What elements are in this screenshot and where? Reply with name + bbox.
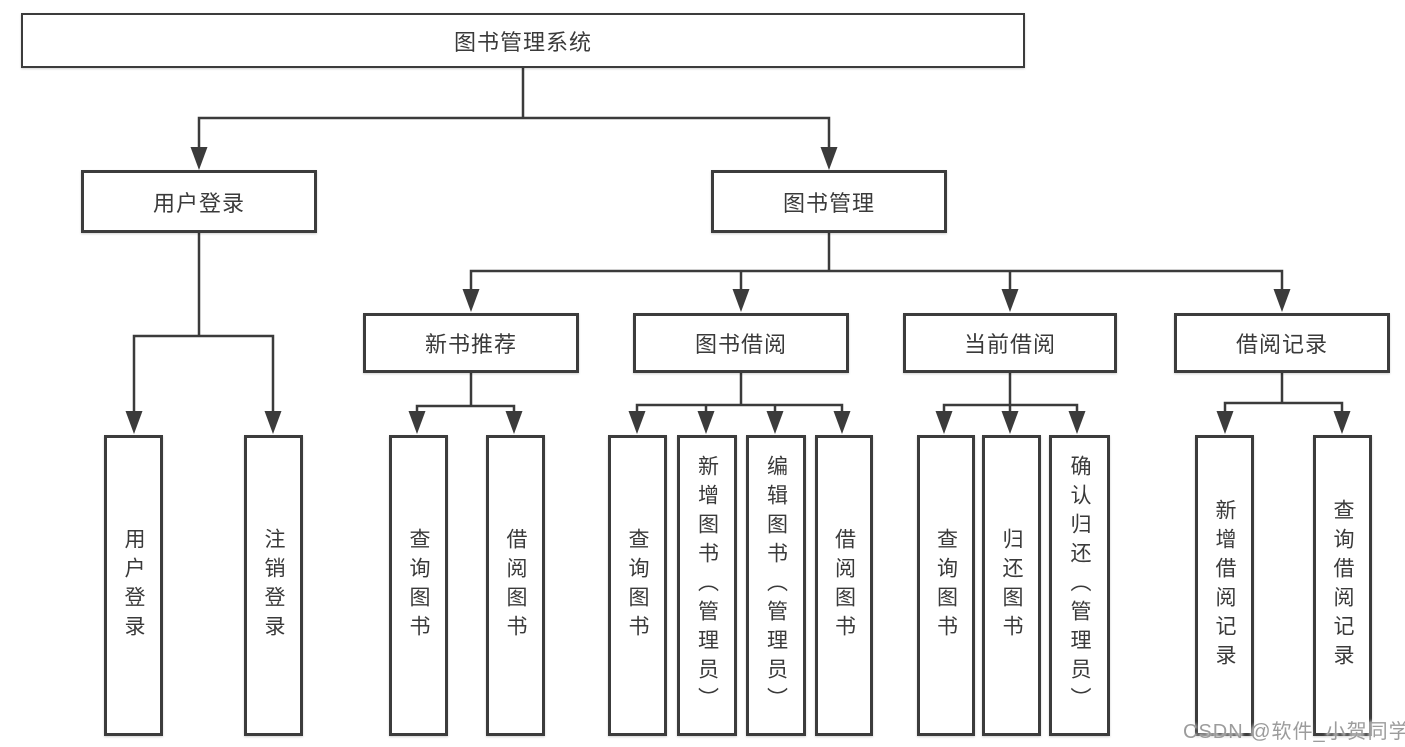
node-new-book-recommend-label: 新书推荐 xyxy=(424,332,517,357)
node-new-book-recommend: 新书推荐 xyxy=(363,313,579,373)
leaf-borrow-borrow-books: 借阅图书 xyxy=(815,435,873,736)
arrowhead-icon xyxy=(1216,411,1234,434)
node-user-login-label: 用户登录 xyxy=(152,190,245,216)
node-current-borrow: 当前借阅 xyxy=(903,313,1117,373)
leaf-add-borrow-record: 新增借阅记录 xyxy=(1195,435,1254,736)
leaf-recommend-borrow-books: 借阅图书 xyxy=(486,435,545,736)
arrowhead-icon xyxy=(1068,411,1086,434)
leaf-current-query-books-label: 查询图书 xyxy=(934,527,958,644)
arrowhead-icon xyxy=(1273,289,1291,312)
node-book-borrow-label: 图书借阅 xyxy=(694,332,787,357)
arrowhead-icon xyxy=(462,289,480,312)
arrowhead-icon xyxy=(1001,289,1019,312)
leaf-recommend-query-books: 查询图书 xyxy=(389,435,448,736)
leaf-logout: 注销登录 xyxy=(244,435,303,736)
leaf-recommend-query-books-label: 查询图书 xyxy=(407,527,430,644)
arrowhead-icon xyxy=(125,411,143,434)
leaf-query-borrow-record-label: 查询借阅记录 xyxy=(1331,498,1354,673)
node-root-label: 图书管理系统 xyxy=(453,29,592,55)
arrowhead-icon xyxy=(697,411,715,434)
arrowhead-icon xyxy=(732,289,750,312)
leaf-user-login: 用户登录 xyxy=(104,435,163,736)
leaf-borrow-query-books-label: 查询图书 xyxy=(626,527,649,644)
node-current-borrow-label: 当前借阅 xyxy=(963,332,1056,357)
arrowhead-icon xyxy=(628,411,646,434)
leaf-logout-label: 注销登录 xyxy=(262,527,285,644)
leaf-user-login-label: 用户登录 xyxy=(122,527,145,644)
node-root: 图书管理系统 xyxy=(21,13,1025,68)
arrowhead-icon xyxy=(1001,411,1019,434)
leaf-add-book-admin-label: 新增图书（管理员） xyxy=(695,455,719,716)
node-book-borrow: 图书借阅 xyxy=(633,313,849,373)
leaf-return-books-label: 归还图书 xyxy=(1000,527,1023,644)
arrowhead-icon xyxy=(408,411,426,434)
leaf-add-book-admin: 新增图书（管理员） xyxy=(677,435,737,736)
leaf-borrow-query-books: 查询图书 xyxy=(608,435,667,736)
leaf-confirm-return-admin-label: 确认归还（管理员） xyxy=(1068,455,1091,716)
arrowhead-icon xyxy=(935,411,953,434)
leaf-edit-book-admin: 编辑图书（管理员） xyxy=(746,435,806,736)
leaf-return-books: 归还图书 xyxy=(982,435,1041,736)
leaf-confirm-return-admin: 确认归还（管理员） xyxy=(1049,435,1110,736)
arrowhead-icon xyxy=(833,411,851,434)
node-borrow-records: 借阅记录 xyxy=(1174,313,1390,373)
arrowhead-icon xyxy=(505,411,523,434)
leaf-query-borrow-record: 查询借阅记录 xyxy=(1313,435,1372,736)
arrowhead-icon xyxy=(820,147,838,170)
node-book-management: 图书管理 xyxy=(711,170,947,233)
arrowhead-icon xyxy=(766,411,784,434)
watermark-text: CSDN @软件_小贺同学 xyxy=(1183,721,1405,743)
leaf-borrow-borrow-books-label: 借阅图书 xyxy=(832,527,856,644)
leaf-add-borrow-record-label: 新增借阅记录 xyxy=(1213,498,1236,673)
leaf-current-query-books: 查询图书 xyxy=(917,435,975,736)
arrowhead-icon xyxy=(1333,411,1351,434)
node-borrow-records-label: 借阅记录 xyxy=(1235,332,1328,357)
leaf-recommend-borrow-books-label: 借阅图书 xyxy=(504,527,527,644)
node-book-management-label: 图书管理 xyxy=(782,190,875,216)
arrowhead-icon xyxy=(264,411,282,434)
leaf-edit-book-admin-label: 编辑图书（管理员） xyxy=(764,455,788,716)
arrowhead-icon xyxy=(190,147,208,170)
node-user-login: 用户登录 xyxy=(81,170,317,233)
